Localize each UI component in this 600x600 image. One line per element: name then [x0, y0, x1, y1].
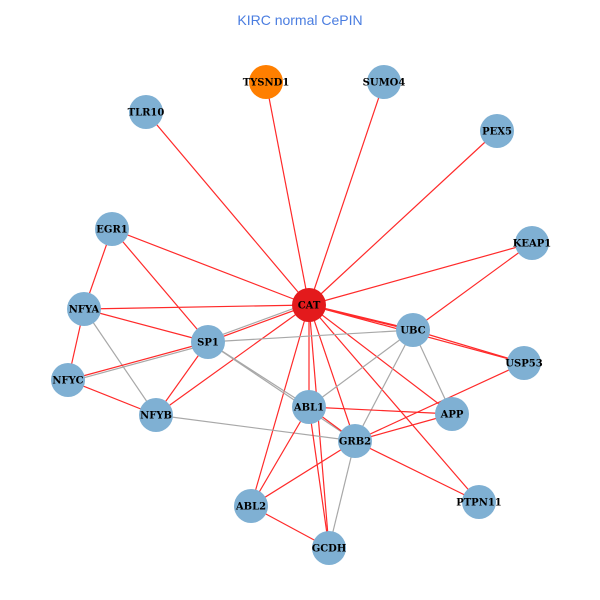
edge-cat-grb2	[308, 304, 356, 442]
node-tlr10[interactable]: TLR10	[128, 95, 165, 129]
edge-cat-gcdh	[308, 304, 330, 549]
node-label: CAT	[298, 301, 321, 312]
node-keap1[interactable]: KEAP1	[513, 226, 552, 260]
edge-cat-ptpn11	[308, 304, 480, 503]
edge-cat-keap1	[308, 242, 533, 306]
node-nfyc[interactable]: NFYC	[51, 363, 85, 397]
edge-keap1-ubc	[412, 242, 533, 331]
edge-cat-sp1	[207, 304, 310, 343]
node-app[interactable]: APP	[435, 397, 469, 431]
edge-abl1-abl2	[250, 406, 310, 507]
node-circle	[249, 65, 283, 99]
edge-abl1-app	[308, 406, 453, 415]
edge-cat-egr1	[111, 228, 310, 306]
node-sumo4[interactable]: SUMO4	[363, 65, 406, 99]
node-circle	[515, 226, 549, 260]
node-label: KEAP1	[513, 239, 552, 250]
node-label: USP53	[505, 359, 542, 370]
node-circle	[312, 531, 346, 565]
node-sp1[interactable]: SP1	[191, 325, 225, 359]
edge-sp1-ubc	[207, 329, 414, 343]
node-label: PTPN11	[456, 498, 502, 509]
edge-grb2-abl2	[250, 440, 356, 507]
edge-sp1-grb2	[207, 341, 356, 442]
edge-cat-abl2	[250, 304, 310, 507]
node-circle	[234, 489, 268, 523]
node-label: SP1	[197, 338, 219, 349]
edge-cat-tlr10	[145, 111, 310, 306]
edge-egr1-sp1	[111, 228, 209, 343]
edge-ubc-usp53	[412, 329, 525, 364]
edge-cat-pex5	[308, 130, 498, 306]
node-label: GRB2	[339, 437, 371, 448]
node-circle	[95, 212, 129, 246]
edge-cat-tysnd1	[265, 81, 310, 306]
node-circle	[129, 95, 163, 129]
node-label: UBC	[400, 326, 425, 337]
node-label: NFYA	[69, 305, 100, 316]
node-nfya[interactable]: NFYA	[67, 292, 101, 326]
node-circle	[338, 424, 372, 458]
node-label: NFYB	[140, 411, 172, 422]
node-label: NFYC	[52, 376, 83, 387]
edge-nfyb-grb2	[155, 414, 356, 442]
node-label: SUMO4	[363, 78, 406, 89]
edge-nfya-nfyb	[83, 308, 157, 416]
edge-nfya-sp1	[83, 308, 209, 343]
edge-ubc-abl1	[308, 329, 414, 408]
node-circle	[507, 346, 541, 380]
node-circle	[462, 485, 496, 519]
node-label: GCDH	[312, 544, 347, 555]
edge-abl1-gcdh	[308, 406, 330, 549]
edge-nfyc-sp1	[68, 343, 209, 383]
node-circle	[367, 65, 401, 99]
node-label: PEX5	[482, 127, 512, 138]
edge-nfyc-sp1	[67, 341, 209, 381]
node-label: EGR1	[96, 225, 127, 236]
edge-cat-app	[308, 304, 453, 415]
node-circle	[292, 390, 326, 424]
node-circle	[435, 397, 469, 431]
edge-cat-sp1	[207, 302, 309, 341]
node-gcdh[interactable]: GCDH	[312, 531, 347, 565]
edge-usp53-grb2	[354, 362, 525, 442]
node-egr1[interactable]: EGR1	[95, 212, 129, 246]
node-circle	[67, 292, 101, 326]
node-circle	[480, 114, 514, 148]
edge-grb2-ptpn11	[354, 440, 480, 503]
node-label: APP	[440, 410, 464, 421]
node-abl2[interactable]: ABL2	[234, 489, 268, 523]
node-circle	[292, 288, 326, 322]
node-label: ABL2	[235, 502, 266, 513]
node-label: TLR10	[128, 108, 165, 119]
edge-ubc-grb2	[354, 329, 414, 442]
node-label: TYSND1	[243, 78, 290, 89]
node-circle	[51, 363, 85, 397]
node-tysnd1[interactable]: TYSND1	[243, 65, 290, 99]
node-grb2[interactable]: GRB2	[338, 424, 372, 458]
node-abl1[interactable]: ABL1	[292, 390, 326, 424]
figure-title: KIRC normal CePIN	[237, 12, 363, 28]
node-circle	[139, 398, 173, 432]
node-usp53[interactable]: USP53	[505, 346, 543, 380]
node-ptpn11[interactable]: PTPN11	[456, 485, 502, 519]
node-circle	[396, 313, 430, 347]
node-label: ABL1	[293, 403, 324, 414]
node-cat[interactable]: CAT	[292, 288, 326, 322]
node-nfyb[interactable]: NFYB	[139, 398, 173, 432]
node-pex5[interactable]: PEX5	[480, 114, 514, 148]
edge-cat-nfya	[83, 304, 310, 310]
edge-grb2-gcdh	[328, 440, 356, 549]
node-circle	[191, 325, 225, 359]
node-ubc[interactable]: UBC	[396, 313, 430, 347]
edge-cat-nfyb	[155, 304, 310, 416]
edge-cat-sumo4	[308, 81, 385, 306]
